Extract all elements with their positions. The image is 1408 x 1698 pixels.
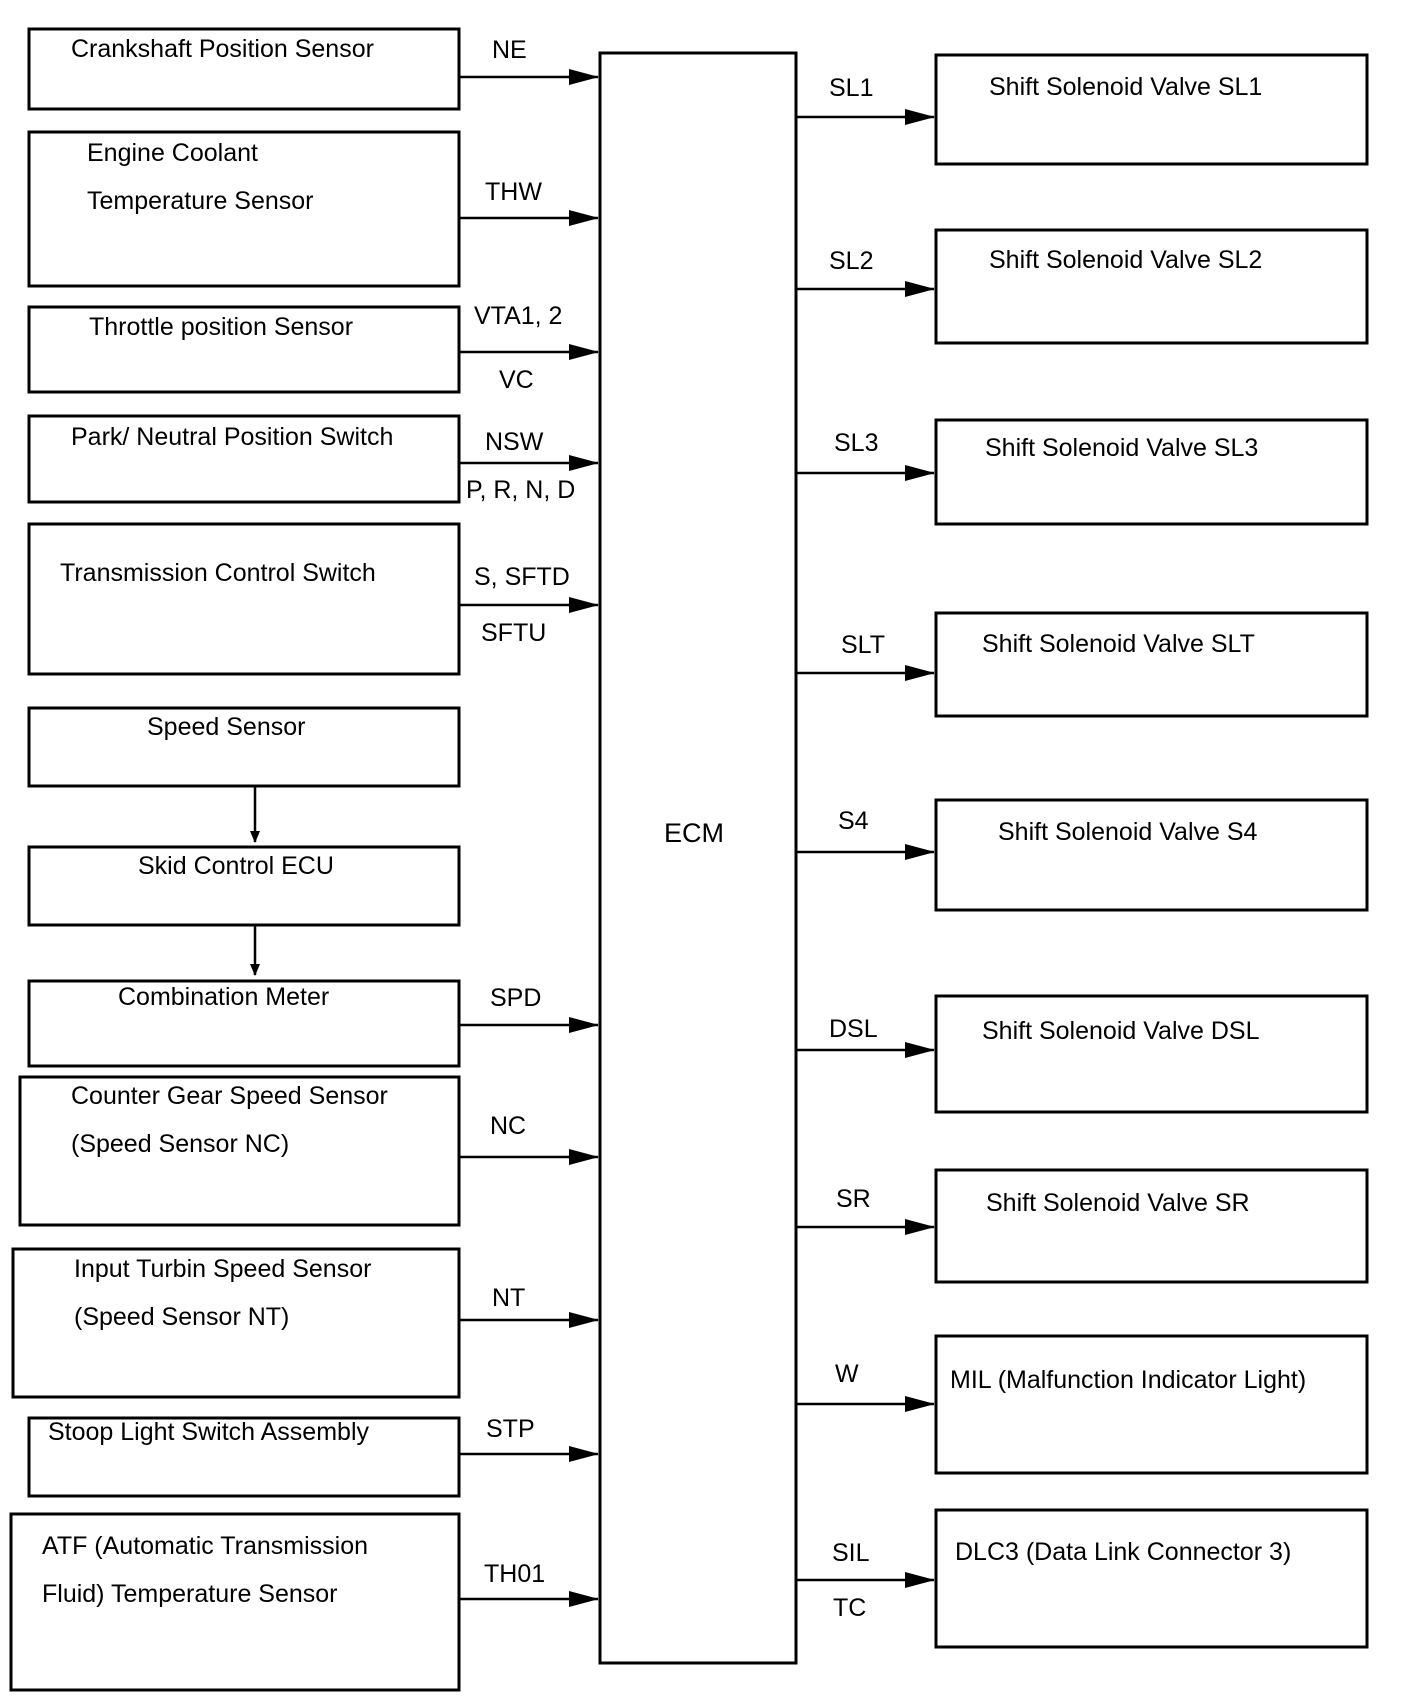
output-dlc3: SIL TC DLC3 (Data Link Connector 3) [796,1508,1369,1649]
output-sl2: SL2 Shift Solenoid Valve SL2 [796,228,1369,345]
dlc3-label: DLC3 (Data Link Connector 3) [955,1538,1291,1566]
input-crankshaft: Crankshaft Position Sensor NE [27,27,599,111]
ecm-box [598,51,798,1665]
coolant-sensor-label-line2: Temperature Sensor [87,187,314,215]
nsw-signal-label: NSW [485,428,544,456]
coolant-sensor-box [27,130,461,288]
sr-valve-label: Shift Solenoid Valve SR [986,1189,1250,1217]
slt-signal-label: SLT [841,631,885,659]
input-atf: ATF (Automatic Transmission Fluid) Tempe… [9,1512,599,1692]
park-neutral-switch-label: Park/ Neutral Position Switch [71,423,393,451]
spd-signal-label: SPD [490,984,541,1012]
park-neutral-switch-box [27,414,461,504]
th01-signal-label: TH01 [484,1560,545,1588]
output-sr: SR Shift Solenoid Valve SR [796,1168,1369,1284]
counter-gear-sensor-label-line1: Counter Gear Speed Sensor [71,1082,388,1110]
nt-signal-label: NT [492,1284,525,1312]
input-trans-control: Transmission Control Switch S, SFTD SFTU [27,522,599,676]
trans-control-switch-label: Transmission Control Switch [60,559,376,587]
input-stop-light: Stoop Light Switch Assembly STP [27,1415,599,1498]
combination-meter-label: Combination Meter [118,983,329,1011]
atf-sensor-box [9,1512,461,1692]
sl3-valve-box [934,418,1369,526]
dlc3-box [934,1508,1369,1649]
output-slt: SLT Shift Solenoid Valve SLT [796,611,1369,718]
counter-gear-sensor-label-line2: (Speed Sensor NC) [71,1130,289,1158]
speed-sensor-label: Speed Sensor [147,713,305,741]
s4-valve-label: Shift Solenoid Valve S4 [998,818,1258,846]
input-skid: Skid Control ECU [27,845,461,976]
vc-signal-label: VC [499,366,534,394]
sl2-valve-label: Shift Solenoid Valve SL2 [989,246,1262,274]
stop-light-switch-box [27,1416,461,1498]
input-input-turbin: Input Turbin Speed Sensor (Speed Sensor … [11,1247,599,1399]
vta-signal-label: VTA1, 2 [474,302,562,330]
skid-control-ecu-label: Skid Control ECU [138,852,334,880]
sil-signal-label: SIL [832,1539,870,1567]
input-park-neutral: Park/ Neutral Position Switch NSW P, R, … [27,414,599,504]
slt-valve-label: Shift Solenoid Valve SLT [982,630,1255,658]
sl1-signal-label: SL1 [829,74,873,102]
input-turbin-sensor-box [11,1247,461,1399]
input-counter-gear: Counter Gear Speed Sensor (Speed Sensor … [18,1075,599,1227]
dsl-valve-label: Shift Solenoid Valve DSL [982,1017,1260,1045]
sl3-valve-label: Shift Solenoid Valve SL3 [985,434,1258,462]
output-dsl: DSL Shift Solenoid Valve DSL [796,994,1369,1114]
prnd-signal-label: P, R, N, D [466,476,575,504]
sl2-signal-label: SL2 [829,247,873,275]
input-turbin-sensor-label-line1: Input Turbin Speed Sensor [74,1255,371,1283]
thw-signal-label: THW [485,178,542,206]
combination-meter-box [27,979,461,1068]
stp-signal-label: STP [486,1415,535,1443]
stop-light-switch-label: Stoop Light Switch Assembly [48,1418,369,1446]
input-speed: Speed Sensor [27,706,461,843]
s4-valve-box [934,798,1369,912]
counter-gear-sensor-box [18,1075,461,1227]
speed-sensor-box [27,706,461,788]
sr-signal-label: SR [836,1185,871,1213]
input-combination: Combination Meter SPD [27,979,599,1068]
w-signal-label: W [835,1360,859,1388]
input-throttle: Throttle position Sensor VTA1, 2 VC [27,302,599,394]
output-sl3: SL3 Shift Solenoid Valve SL3 [796,418,1369,526]
ne-signal-label: NE [492,36,527,64]
crankshaft-sensor-box [27,27,461,111]
atf-sensor-label-line2: Fluid) Temperature Sensor [42,1580,338,1608]
mil-label: MIL (Malfunction Indicator Light) [950,1366,1306,1394]
crankshaft-sensor-label: Crankshaft Position Sensor [71,35,374,63]
s-sftd-signal-label: S, SFTD [474,563,570,591]
skid-control-ecu-box [27,845,461,927]
input-coolant: Engine Coolant Temperature Sensor THW [27,130,599,288]
atf-sensor-label-line1: ATF (Automatic Transmission [42,1532,368,1560]
slt-valve-box [934,611,1369,718]
sr-valve-box [934,1168,1369,1284]
output-sl1: SL1 Shift Solenoid Valve SL1 [796,53,1369,166]
sl2-valve-box [934,228,1369,345]
trans-control-switch-box [27,522,461,676]
dsl-signal-label: DSL [829,1015,878,1043]
sl3-signal-label: SL3 [834,429,878,457]
sftu-signal-label: SFTU [481,619,546,647]
nc-signal-label: NC [490,1112,526,1140]
sl1-valve-box [934,53,1369,166]
throttle-sensor-label: Throttle position Sensor [89,313,353,341]
dsl-valve-box [934,994,1369,1114]
mil-box [934,1334,1369,1475]
coolant-sensor-label-line1: Engine Coolant [87,139,258,167]
input-turbin-sensor-label-line2: (Speed Sensor NT) [74,1303,289,1331]
s4-signal-label: S4 [838,807,869,835]
sl1-valve-label: Shift Solenoid Valve SL1 [989,73,1262,101]
output-mil: W MIL (Malfunction Indicator Light) [796,1334,1369,1475]
ecm-label: ECM [664,818,724,848]
tc-signal-label: TC [833,1594,866,1622]
output-s4: S4 Shift Solenoid Valve S4 [796,798,1369,912]
throttle-sensor-box [27,305,461,394]
